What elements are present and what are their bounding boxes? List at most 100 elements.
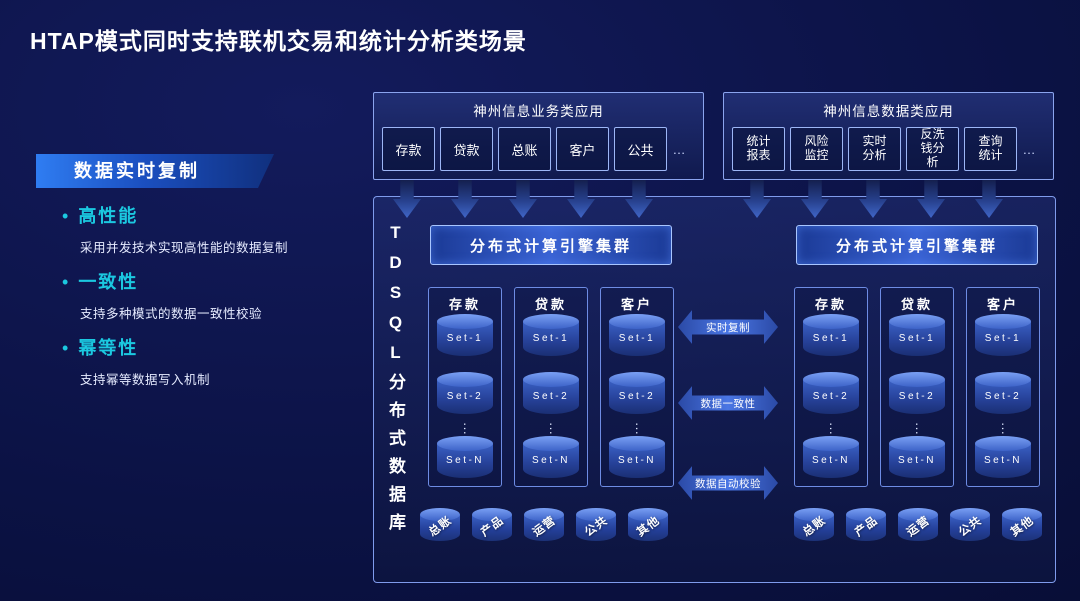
tdsql-vertical-label: TDSQL分布式数据库 [386,223,405,541]
database-cylinder: Set-N [437,436,493,478]
db-public-left: 公共 [576,508,616,541]
feature-item-performance: • 高性能 采用并发技术实现高性能的数据复制 [62,204,366,256]
feature-list: • 高性能 采用并发技术实现高性能的数据复制 • 一致性 支持多种模式的数据一致… [62,204,366,388]
feature-item-idempotency: • 幂等性 支持幂等数据写入机制 [62,336,366,388]
link-label: 实时复制 [706,321,750,334]
db-product-right: 产品 [846,508,886,541]
shard-column-loan-left: 贷款 Set-1 Set-2 ··· Set-N [514,287,588,487]
ellipsis-dots: ··· [630,421,645,435]
tdsql-database-box: TDSQL分布式数据库 分布式计算引擎集群 分布式计算引擎集群 存款 Set-1… [373,196,1056,583]
database-cylinder: Set-2 [437,372,493,414]
tab-report: 统计报表 [732,127,785,171]
link-data-consistency: 数据一致性 [678,386,778,420]
feature-title: 幂等性 [78,338,139,358]
tab-query-statistics: 查询统计 [964,127,1017,171]
database-cylinder: Set-2 [609,372,665,414]
engine-cluster-right-header: 分布式计算引擎集群 [796,225,1038,265]
ellipsis-dots: ··· [544,421,559,435]
shard-column-deposit-left: 存款 Set-1 Set-2 ··· Set-N [428,287,502,487]
set-label: Set-1 [812,333,850,344]
database-cylinder: Set-N [975,436,1031,478]
replication-banner: 数据实时复制 [36,154,274,188]
ellipsis-dots: ··· [824,421,839,435]
tab-deposit: 存款 [382,127,435,171]
column-title: 贷款 [534,297,567,312]
set-label: Set-N [617,455,657,466]
data-tab-row: 统计报表 风险监控 实时分析 反洗钱分析 查询统计 … [732,127,1049,171]
ellipsis-dots: ··· [910,421,925,435]
ellipsis-dots: ··· [458,421,473,435]
ellipsis-more-label: … [1022,141,1036,157]
ellipsis-more-label: … [672,141,686,157]
set-label: Set-2 [618,391,656,402]
set-label: Set-N [983,455,1023,466]
set-label: Set-1 [984,333,1022,344]
business-tab-row: 存款 贷款 总账 客户 公共 … [382,127,699,171]
set-label: Set-2 [446,391,484,402]
tab-risk-monitoring: 风险监控 [790,127,843,171]
database-cylinder: Set-1 [437,314,493,356]
set-label: Set-2 [532,391,570,402]
data-apps-box: 神州信息数据类应用 统计报表 风险监控 实时分析 反洗钱分析 查询统计 … [723,92,1054,180]
left-panel: 数据实时复制 • 高性能 采用并发技术实现高性能的数据复制 • 一致性 支持多种… [36,154,366,402]
database-cylinder: Set-1 [889,314,945,356]
database-cylinder: Set-N [609,436,665,478]
database-cylinder: Set-1 [803,314,859,356]
db-product-left: 产品 [472,508,512,541]
set-label: Set-1 [532,333,570,344]
shard-column-deposit-right: 存款 Set-1 Set-2 ··· Set-N [794,287,868,487]
set-label: Set-2 [984,391,1022,402]
business-apps-title: 神州信息业务类应用 [473,104,604,119]
set-label: Set-N [531,455,571,466]
link-realtime-replication: 实时复制 [678,310,778,344]
database-cylinder: Set-N [523,436,579,478]
link-label: 数据一致性 [700,397,756,410]
database-cylinder: Set-N [889,436,945,478]
set-label: Set-2 [898,391,936,402]
tab-general-ledger: 总账 [498,127,551,171]
business-apps-box: 神州信息业务类应用 存款 贷款 总账 客户 公共 … [373,92,704,180]
link-auto-verification: 数据自动校验 [678,466,778,500]
feature-desc: 支持多种模式的数据一致性校验 [80,307,263,321]
db-other-left: 其他 [628,508,668,541]
db-public-right: 公共 [950,508,990,541]
database-cylinder: Set-2 [523,372,579,414]
column-title: 贷款 [900,297,933,312]
shard-column-customer-left: 客户 Set-1 Set-2 ··· Set-N [600,287,674,487]
set-label: Set-2 [812,391,850,402]
db-ledger-right: 总账 [794,508,834,541]
set-label: Set-N [445,455,485,466]
set-label: Set-N [811,455,851,466]
tab-aml-analysis: 反洗钱分析 [906,127,959,171]
banner-label: 数据实时复制 [74,161,200,181]
set-label: Set-1 [898,333,936,344]
db-ledger-left: 总账 [420,508,460,541]
tab-realtime-analysis: 实时分析 [848,127,901,171]
tab-public: 公共 [614,127,667,171]
feature-title: 一致性 [78,272,139,292]
database-cylinder: Set-2 [803,372,859,414]
database-cylinder: Set-N [803,436,859,478]
bullet-icon: • [62,272,69,292]
bullet-icon: • [62,338,69,358]
ellipsis-dots: ··· [996,421,1011,435]
set-label: Set-1 [618,333,656,344]
set-label: Set-1 [446,333,484,344]
engine-cluster-left-header: 分布式计算引擎集群 [430,225,672,265]
set-label: Set-N [897,455,937,466]
database-cylinder: Set-1 [523,314,579,356]
db-operation-left: 运营 [524,508,564,541]
db-operation-right: 运营 [898,508,938,541]
database-cylinder: Set-2 [975,372,1031,414]
shard-column-customer-right: 客户 Set-1 Set-2 ··· Set-N [966,287,1040,487]
database-cylinder: Set-1 [975,314,1031,356]
feature-desc: 支持幂等数据写入机制 [80,373,211,387]
data-apps-title: 神州信息数据类应用 [823,104,954,119]
column-title: 客户 [986,297,1019,312]
tab-customer: 客户 [556,127,609,171]
db-other-right: 其他 [1002,508,1042,541]
tab-loan: 贷款 [440,127,493,171]
column-title: 客户 [620,297,653,312]
page-title: HTAP模式同时支持联机交易和统计分析类场景 [30,28,527,54]
column-title: 存款 [448,297,481,312]
